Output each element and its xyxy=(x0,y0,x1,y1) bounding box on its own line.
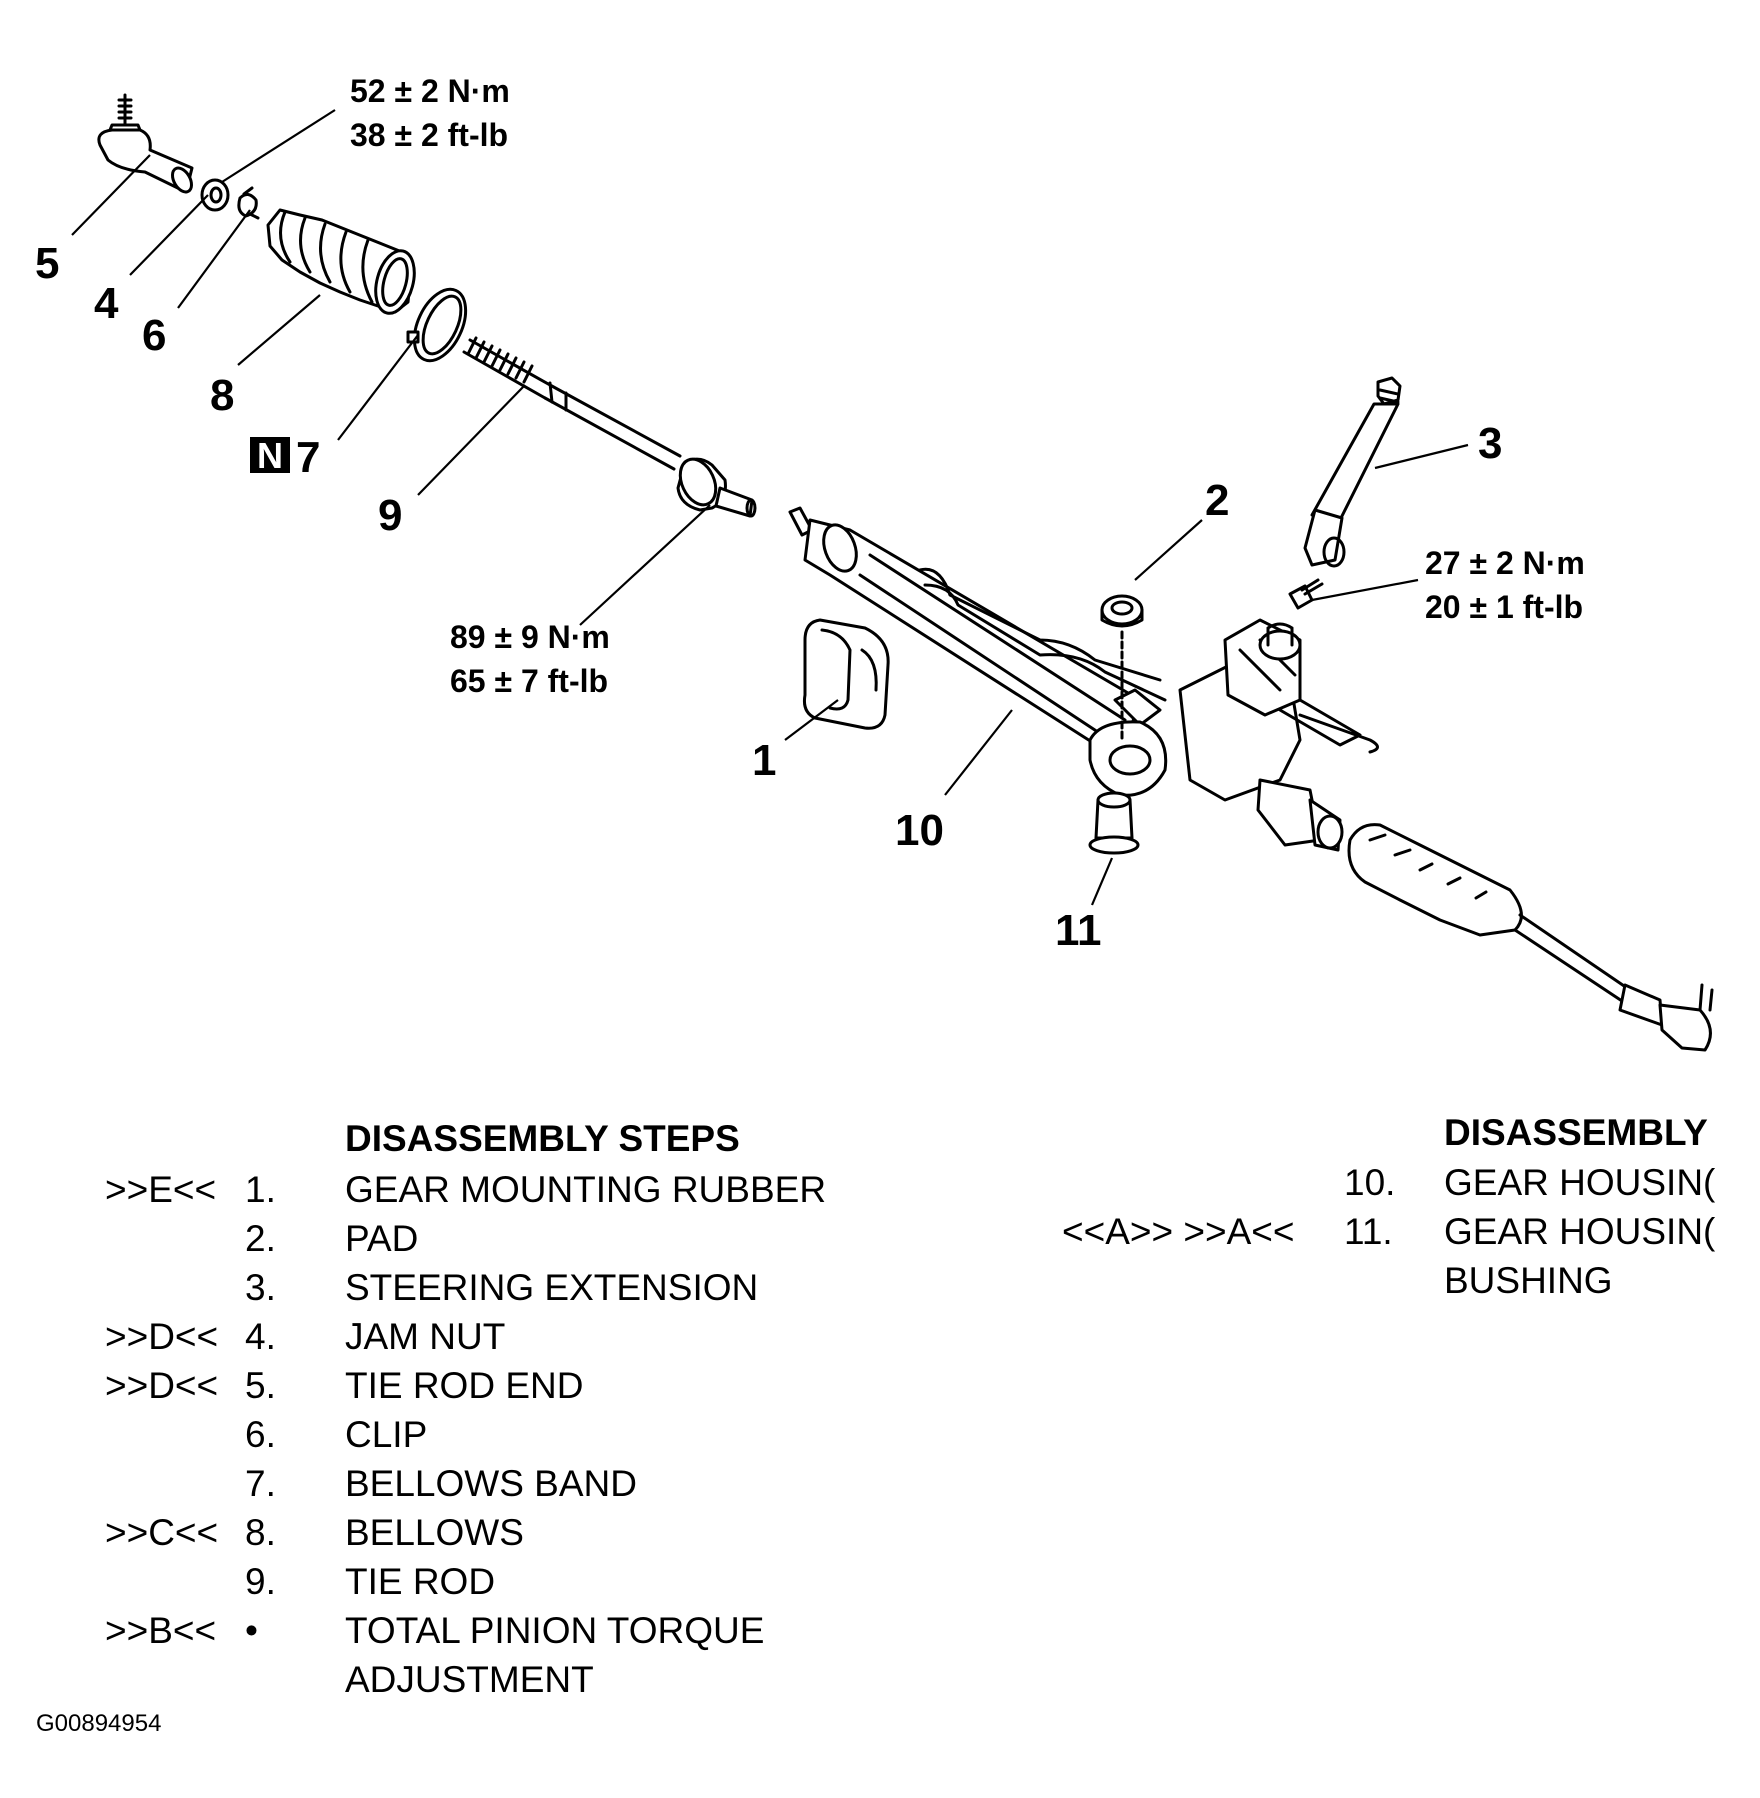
callout-6: 6 xyxy=(142,311,166,360)
step-number: 11. xyxy=(1344,1211,1393,1252)
step-text: CLIP xyxy=(345,1414,428,1455)
callout-5: 5 xyxy=(35,239,59,288)
clip xyxy=(237,186,260,220)
torque-tie-rod-end-nm: 52 ± 2 N·m xyxy=(350,73,510,109)
step-row: >>C<< 8. BELLOWS xyxy=(105,1508,905,1557)
step-row: <<A>> >>A<< 11. GEAR HOUSIN( xyxy=(1062,1207,1736,1256)
step-number: 7. xyxy=(245,1463,276,1504)
step-number: 10. xyxy=(1344,1162,1396,1203)
step-row: 9. TIE ROD xyxy=(105,1557,905,1606)
gear-mounting-rubber xyxy=(803,618,890,730)
step-text: BELLOWS BAND xyxy=(345,1463,637,1504)
torque-tie-rod-ftlb: 65 ± 7 ft-lb xyxy=(450,663,608,699)
step-text: GEAR HOUSIN( xyxy=(1444,1211,1716,1252)
step-row: BUSHING xyxy=(1062,1256,1736,1305)
callout-7: 7 xyxy=(296,433,320,482)
callout-2: 2 xyxy=(1205,476,1229,525)
step-row: 10. GEAR HOUSIN( xyxy=(1062,1158,1736,1207)
new-part-badge: N xyxy=(257,435,283,476)
steps-left-heading: DISASSEMBLY STEPS xyxy=(345,1118,740,1159)
step-text: GEAR HOUSIN( xyxy=(1444,1162,1716,1203)
steps-right-list: 10. GEAR HOUSIN( <<A>> >>A<< 11. GEAR HO… xyxy=(1062,1158,1736,1305)
step-row: 7. BELLOWS BAND xyxy=(105,1459,905,1508)
step-text: JAM NUT xyxy=(345,1316,506,1357)
steps-left-list: >>E<< 1. GEAR MOUNTING RUBBER 2. PAD 3. … xyxy=(105,1165,905,1704)
step-code: >>E<< xyxy=(105,1169,217,1210)
gear-housing-assembly xyxy=(788,506,1379,852)
step-row: 6. CLIP xyxy=(105,1410,905,1459)
torque-steering-extension-ftlb: 20 ± 1 ft-lb xyxy=(1425,589,1583,625)
leader-lines xyxy=(71,109,1469,906)
step-text: STEERING EXTENSION xyxy=(345,1267,759,1308)
steps-right-clip: DISASSEMBLY 10. GEAR HOUSIN( <<A>> >>A<<… xyxy=(1040,1100,1736,1320)
step-text: TIE ROD END xyxy=(345,1365,584,1406)
callout-1: 1 xyxy=(752,736,776,785)
step-number: 9. xyxy=(245,1561,276,1602)
step-code: >>D<< xyxy=(105,1316,219,1357)
new-part-badge-box xyxy=(250,437,290,473)
step-row: >>B<< • TOTAL PINION TORQUE xyxy=(105,1606,905,1655)
torque-steering-extension-nm: 27 ± 2 N·m xyxy=(1425,545,1585,581)
callout-4: 4 xyxy=(94,279,119,328)
step-code: >>D<< xyxy=(105,1365,219,1406)
step-text: PAD xyxy=(345,1218,419,1259)
step-code: <<A>> >>A<< xyxy=(1062,1211,1295,1252)
step-number: 5. xyxy=(245,1365,276,1406)
step-code: >>C<< xyxy=(105,1512,219,1553)
step-row: >>D<< 4. JAM NUT xyxy=(105,1312,905,1361)
step-number: 4. xyxy=(245,1316,276,1357)
step-number: 8. xyxy=(245,1512,276,1553)
tie-rod-end-left xyxy=(97,93,194,194)
callout-11: 11 xyxy=(1055,906,1102,955)
step-text: ADJUSTMENT xyxy=(345,1659,594,1700)
steering-extension xyxy=(1303,376,1402,568)
bellows xyxy=(266,208,416,315)
torque-tie-rod-nm: 89 ± 9 N·m xyxy=(450,619,610,655)
step-row: 2. PAD xyxy=(105,1214,905,1263)
torque-tie-rod-end-ftlb: 38 ± 2 ft-lb xyxy=(350,117,508,153)
step-row: >>E<< 1. GEAR MOUNTING RUBBER xyxy=(105,1165,905,1214)
step-text: GEAR MOUNTING RUBBER xyxy=(345,1169,827,1210)
step-number: 1. xyxy=(245,1169,276,1210)
step-code: >>B<< xyxy=(105,1610,217,1651)
callout-8: 8 xyxy=(210,371,234,420)
step-number: 3. xyxy=(245,1267,276,1308)
step-bullet: • xyxy=(245,1610,258,1651)
callout-10: 10 xyxy=(895,806,944,855)
document-id: G00894954 xyxy=(36,1710,162,1737)
step-row: ADJUSTMENT xyxy=(105,1655,905,1704)
bellows-band xyxy=(406,287,468,363)
pad xyxy=(1100,594,1144,742)
step-row: >>D<< 5. TIE ROD END xyxy=(105,1361,905,1410)
steering-extension-bolt xyxy=(1288,578,1324,610)
step-number: 2. xyxy=(245,1218,276,1259)
step-number: 6. xyxy=(245,1414,276,1455)
steps-right-heading: DISASSEMBLY xyxy=(1444,1112,1708,1153)
step-row: 3. STEERING EXTENSION xyxy=(105,1263,905,1312)
right-bellows-and-tie-rod xyxy=(1347,823,1714,1052)
tie-rod xyxy=(462,336,757,518)
exploded-view-diagram: 5 4 6 8 N 7 9 1 10 11 2 3 52 ± 2 N·m 38 … xyxy=(35,73,1714,1052)
callout-9: 9 xyxy=(378,491,402,540)
jam-nut xyxy=(200,178,230,212)
step-text: TIE ROD xyxy=(345,1561,496,1602)
step-text: BUSHING xyxy=(1444,1260,1613,1301)
gear-housing-bushing xyxy=(1088,791,1140,855)
step-text: TOTAL PINION TORQUE xyxy=(345,1610,765,1651)
step-text: BELLOWS xyxy=(345,1512,524,1553)
callout-3: 3 xyxy=(1478,419,1502,468)
